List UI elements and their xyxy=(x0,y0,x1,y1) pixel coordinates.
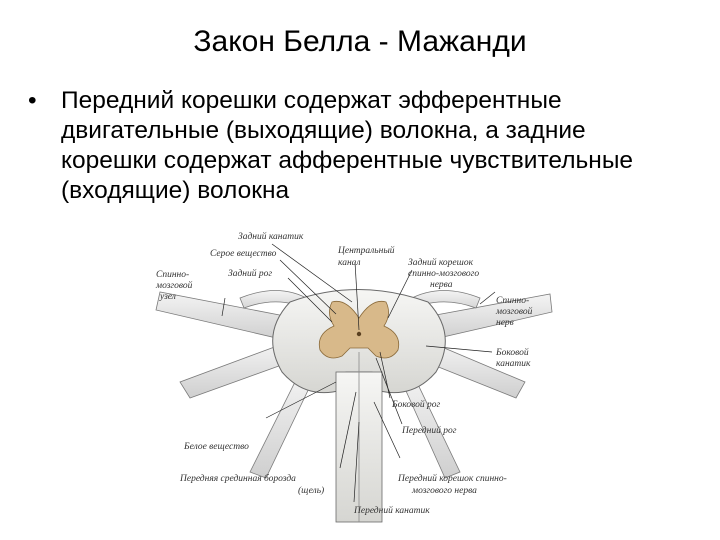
label-posterior-cord: Задний канатик xyxy=(238,232,304,242)
label-lateral-horn: Боковой рог xyxy=(392,400,441,410)
label-central-canal-line1: Центральный xyxy=(338,246,395,256)
label-dorsal-root-line2: спинно-мозгового xyxy=(408,269,480,279)
label-spinal-ganglion-line3: узел xyxy=(160,292,176,302)
label-anterior-fissure-line2: (щель) xyxy=(298,486,325,496)
spinal-cord-diagram: Задний канатик Серое вещество Задний рог… xyxy=(140,222,580,528)
label-spinal-nerve-line1: Спинно- xyxy=(496,296,530,306)
label-spinal-ganglion-line1: Спинно- xyxy=(156,270,190,280)
bullet-text: Передний корешки содержат эфферентные дв… xyxy=(61,87,634,204)
label-spinal-nerve-line3: нерв xyxy=(496,318,514,328)
bullet-marker: • xyxy=(28,87,37,114)
bullet-item: • Передний корешки содержат эфферентные … xyxy=(28,86,678,206)
nerve-bundles xyxy=(155,290,553,479)
label-dorsal-root-line3: нерва xyxy=(430,280,453,290)
label-central-canal-line2: канал xyxy=(338,258,361,268)
label-posterior-horn: Задний рог xyxy=(228,269,273,279)
label-anterior-fissure-line1: Передняя срединная борозда xyxy=(180,474,296,484)
label-ventral-root-line1: Передний корешок спинно- xyxy=(398,474,507,484)
label-anterior-horn: Передний рог xyxy=(402,426,457,436)
slide-title: Закон Белла - Мажанди xyxy=(193,25,527,58)
label-spinal-ganglion-line2: мозговой xyxy=(156,281,193,291)
label-ventral-root-line2: мозгового нерва xyxy=(412,486,477,496)
label-lateral-cord-line1: Боковой xyxy=(496,348,529,358)
label-anterior-cord: Передний канатик xyxy=(354,506,430,516)
label-dorsal-root-line1: Задний корешок xyxy=(408,258,474,268)
spinal-cord-illustration xyxy=(155,243,553,523)
central-canal xyxy=(356,331,362,337)
label-lateral-cord-line2: канатик xyxy=(496,359,531,369)
label-gray-matter: Серое вещество xyxy=(210,249,277,259)
leader-lines xyxy=(221,243,496,503)
label-spinal-nerve-line2: мозговой xyxy=(496,307,533,317)
label-white-matter: Белое вещество xyxy=(184,442,249,452)
